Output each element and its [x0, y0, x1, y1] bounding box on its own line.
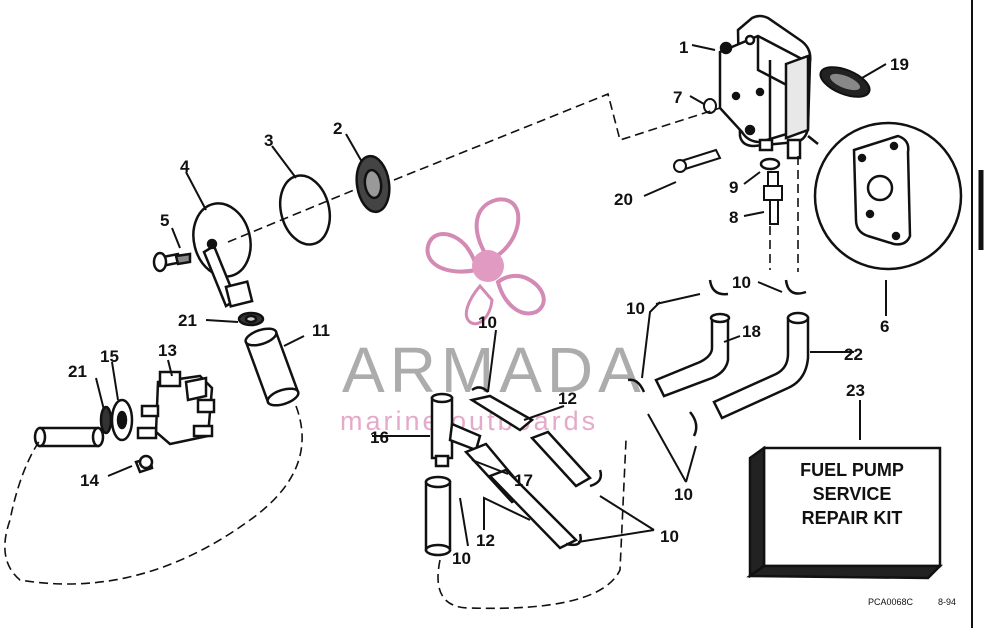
- callout-23: 23: [846, 381, 865, 400]
- fuel-fitting-assembly: [33, 370, 216, 474]
- part-callouts: 1 2 3 4 5 6 7 8 9 10 10 10 10 10 10 11 1…: [68, 38, 909, 568]
- callout-14: 14: [80, 471, 99, 490]
- propeller-logo-icon: [425, 197, 546, 326]
- callout-6: 6: [880, 317, 889, 336]
- callout-10-c: 10: [478, 313, 497, 332]
- filter-parts: [237, 311, 300, 407]
- dashed-centerlines: [4, 92, 799, 610]
- callout-20: 20: [614, 190, 633, 209]
- diaphragm-parts: [152, 154, 391, 308]
- gasket-part: [819, 66, 871, 98]
- detail-circle-6: [807, 121, 963, 271]
- callout-18: 18: [742, 322, 761, 341]
- callout-13: 13: [158, 341, 177, 360]
- callout-15: 15: [100, 347, 119, 366]
- callout-22: 22: [844, 345, 863, 364]
- callout-4: 4: [180, 157, 190, 176]
- callout-10-d: 10: [674, 485, 693, 504]
- repair-kit-box: [746, 445, 944, 580]
- callout-9: 9: [729, 178, 738, 197]
- callout-16: 16: [370, 428, 389, 447]
- callout-12-b: 12: [476, 531, 495, 550]
- right-hose-assembly: [627, 279, 810, 437]
- callout-2: 2: [333, 119, 342, 138]
- callout-3: 3: [264, 131, 273, 150]
- reference-code: PCA0068C: [868, 597, 914, 607]
- callout-21-a: 21: [178, 311, 197, 330]
- leader-lines: [95, 44, 887, 547]
- callout-7: 7: [673, 88, 682, 107]
- callout-10-b: 10: [626, 299, 645, 318]
- callout-8: 8: [729, 208, 738, 227]
- callout-10-a: 10: [732, 273, 751, 292]
- callout-12-a: 12: [558, 389, 577, 408]
- callout-21-b: 21: [68, 362, 87, 381]
- kit-label-line2: SERVICE: [813, 484, 892, 504]
- kit-label-line1: FUEL PUMP: [800, 460, 904, 480]
- callout-10-f: 10: [452, 549, 471, 568]
- callout-19: 19: [890, 55, 909, 74]
- date-code: 8-94: [938, 597, 956, 607]
- callout-1: 1: [679, 38, 688, 57]
- callout-11: 11: [312, 321, 330, 340]
- kit-label-line3: REPAIR KIT: [802, 508, 903, 528]
- pump-fittings: [673, 98, 783, 225]
- page-border: [971, 0, 984, 628]
- callout-17: 17: [514, 471, 533, 490]
- fuel-pump-body: [718, 14, 812, 160]
- center-hose-assembly: [424, 386, 603, 557]
- callout-5: 5: [160, 211, 169, 230]
- callout-10-e: 10: [660, 527, 679, 546]
